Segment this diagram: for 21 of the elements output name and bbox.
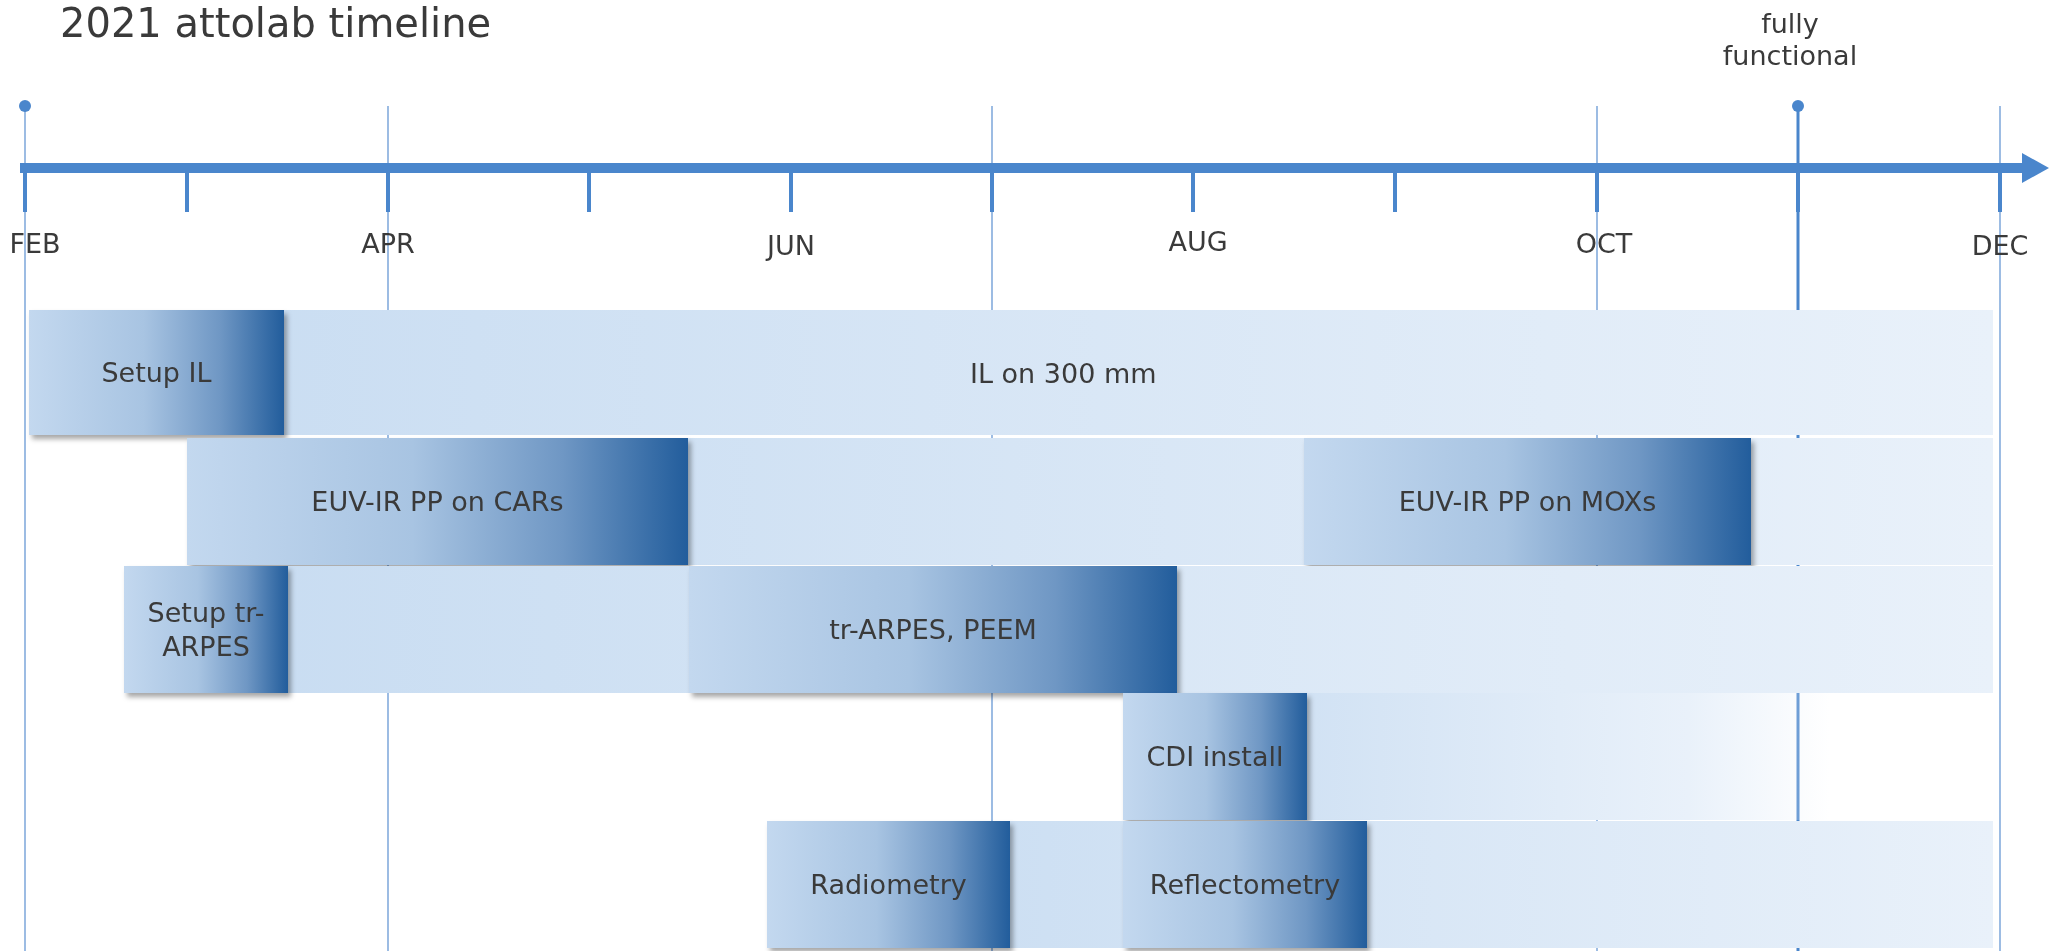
month-label: AUG: [1168, 226, 1228, 259]
month-label: JUN: [767, 230, 815, 263]
month-label: OCT: [1575, 228, 1633, 261]
task-bar: Setup IL: [29, 310, 284, 435]
task-bar: Setup tr-ARPES: [124, 566, 288, 693]
timeline-band: [124, 566, 1993, 693]
month-label: FEB: [9, 228, 61, 261]
task-bar: tr-ARPES, PEEM: [689, 566, 1177, 693]
month-label: APR: [361, 228, 415, 261]
task-bar: Reflectometry: [1123, 821, 1367, 948]
timeline-band: [187, 438, 1993, 565]
timeline-band: [767, 821, 1993, 948]
task-bar: CDI install: [1123, 693, 1307, 820]
task-bar: EUV-IR PP on MOXs: [1304, 438, 1751, 565]
milestone-label: fully functional: [1721, 8, 1859, 73]
band-label: IL on 300 mm: [970, 357, 1157, 388]
task-bar: EUV-IR PP on CARs: [187, 438, 688, 565]
month-label: DEC: [1971, 230, 2029, 263]
title: 2021 attolab timeline: [60, 0, 492, 46]
timeline-band: [29, 310, 1993, 435]
task-bar: Radiometry: [767, 821, 1010, 948]
